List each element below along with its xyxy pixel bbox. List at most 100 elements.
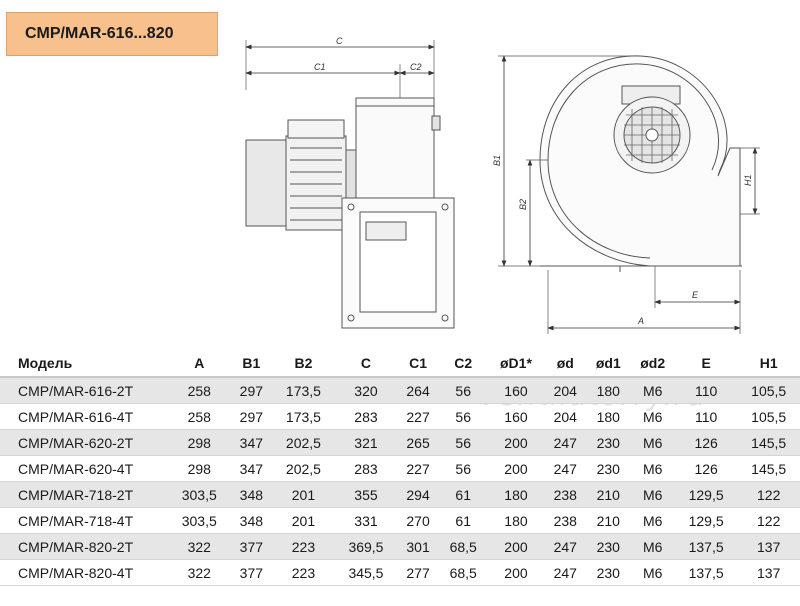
column-header: C2: [438, 350, 488, 378]
value-cell: 145,5: [737, 429, 800, 456]
value-cell: 200: [487, 429, 545, 456]
value-cell: 322: [168, 533, 231, 560]
column-header: øD1*: [487, 350, 545, 378]
value-cell: 294: [397, 481, 439, 508]
value-cell: 173,5: [272, 403, 335, 430]
value-cell: 238: [544, 507, 587, 534]
value-cell: 201: [272, 481, 335, 508]
value-cell: 301: [397, 533, 439, 560]
value-cell: 160: [487, 403, 545, 430]
value-cell: 320: [334, 377, 398, 404]
value-cell: 297: [230, 403, 273, 430]
value-cell: 126: [674, 429, 738, 456]
value-cell: 180: [586, 377, 631, 404]
value-cell: 223: [272, 533, 335, 560]
value-cell: 129,5: [674, 481, 738, 508]
model-cell: CMP/MAR-718-4T: [0, 507, 168, 534]
value-cell: 331: [334, 507, 398, 534]
value-cell: 247: [544, 559, 587, 586]
value-cell: 369,5: [334, 533, 398, 560]
value-cell: 277: [397, 559, 439, 586]
value-cell: 56: [438, 403, 488, 430]
value-cell: 283: [334, 455, 398, 482]
technical-drawing: C C1 C2 B1 B2 H1 E A: [245, 36, 760, 334]
value-cell: 105,5: [737, 377, 800, 404]
value-cell: 210: [586, 481, 631, 508]
value-cell: 322: [168, 559, 231, 586]
value-cell: 137,5: [674, 559, 738, 586]
dim-label-b1: B1: [492, 155, 502, 166]
value-cell: 204: [544, 377, 587, 404]
value-cell: 230: [586, 455, 631, 482]
model-cell: CMP/MAR-620-2T: [0, 429, 168, 456]
column-header: ød: [544, 350, 587, 378]
value-cell: 303,5: [168, 507, 231, 534]
side-view: [245, 40, 455, 329]
value-cell: 303,5: [168, 481, 231, 508]
value-cell: 160: [487, 377, 545, 404]
value-cell: 247: [544, 533, 587, 560]
value-cell: 200: [487, 559, 545, 586]
value-cell: 227: [397, 455, 439, 482]
value-cell: 230: [586, 533, 631, 560]
model-cell: CMP/MAR-616-4T: [0, 403, 168, 430]
dim-label-h1: H1: [743, 174, 753, 186]
value-cell: 180: [586, 403, 631, 430]
value-cell: 210: [586, 507, 631, 534]
front-view: [498, 55, 760, 334]
value-cell: 298: [168, 455, 231, 482]
value-cell: 137,5: [674, 533, 738, 560]
value-cell: 56: [438, 429, 488, 456]
value-cell: 247: [544, 429, 587, 456]
value-cell: 347: [230, 429, 273, 456]
value-cell: 68,5: [438, 559, 488, 586]
value-cell: 265: [397, 429, 439, 456]
value-cell: 258: [168, 377, 231, 404]
value-cell: 247: [544, 455, 587, 482]
value-cell: 56: [438, 377, 488, 404]
column-header: B1: [230, 350, 273, 378]
value-cell: 202,5: [272, 429, 335, 456]
value-cell: 230: [586, 559, 631, 586]
value-cell: 223: [272, 559, 335, 586]
model-cell: CMP/MAR-820-2T: [0, 533, 168, 560]
value-cell: 348: [230, 507, 273, 534]
value-cell: 200: [487, 455, 545, 482]
model-cell: CMP/MAR-620-4T: [0, 455, 168, 482]
column-header: Модель: [0, 350, 168, 378]
value-cell: 258: [168, 403, 231, 430]
value-cell: 61: [438, 507, 488, 534]
value-cell: 298: [168, 429, 231, 456]
dim-label-c1: C1: [314, 62, 326, 72]
value-cell: 110: [674, 377, 738, 404]
value-cell: 227: [397, 403, 439, 430]
value-cell: 348: [230, 481, 273, 508]
value-cell: 180: [487, 481, 545, 508]
value-cell: 173,5: [272, 377, 335, 404]
value-cell: 68,5: [438, 533, 488, 560]
value-cell: 347: [230, 455, 273, 482]
dim-label-c: C: [336, 36, 343, 46]
value-cell: 122: [737, 507, 800, 534]
value-cell: 180: [487, 507, 545, 534]
value-cell: M6: [630, 403, 675, 430]
value-cell: M6: [630, 481, 675, 508]
value-cell: 137: [737, 559, 800, 586]
model-cell: CMP/MAR-718-2T: [0, 481, 168, 508]
column-header: ød1: [586, 350, 631, 378]
model-cell: CMP/MAR-820-4T: [0, 559, 168, 586]
value-cell: 200: [487, 533, 545, 560]
value-cell: 126: [674, 455, 738, 482]
value-cell: 201: [272, 507, 335, 534]
value-cell: 355: [334, 481, 398, 508]
value-cell: 377: [230, 533, 273, 560]
